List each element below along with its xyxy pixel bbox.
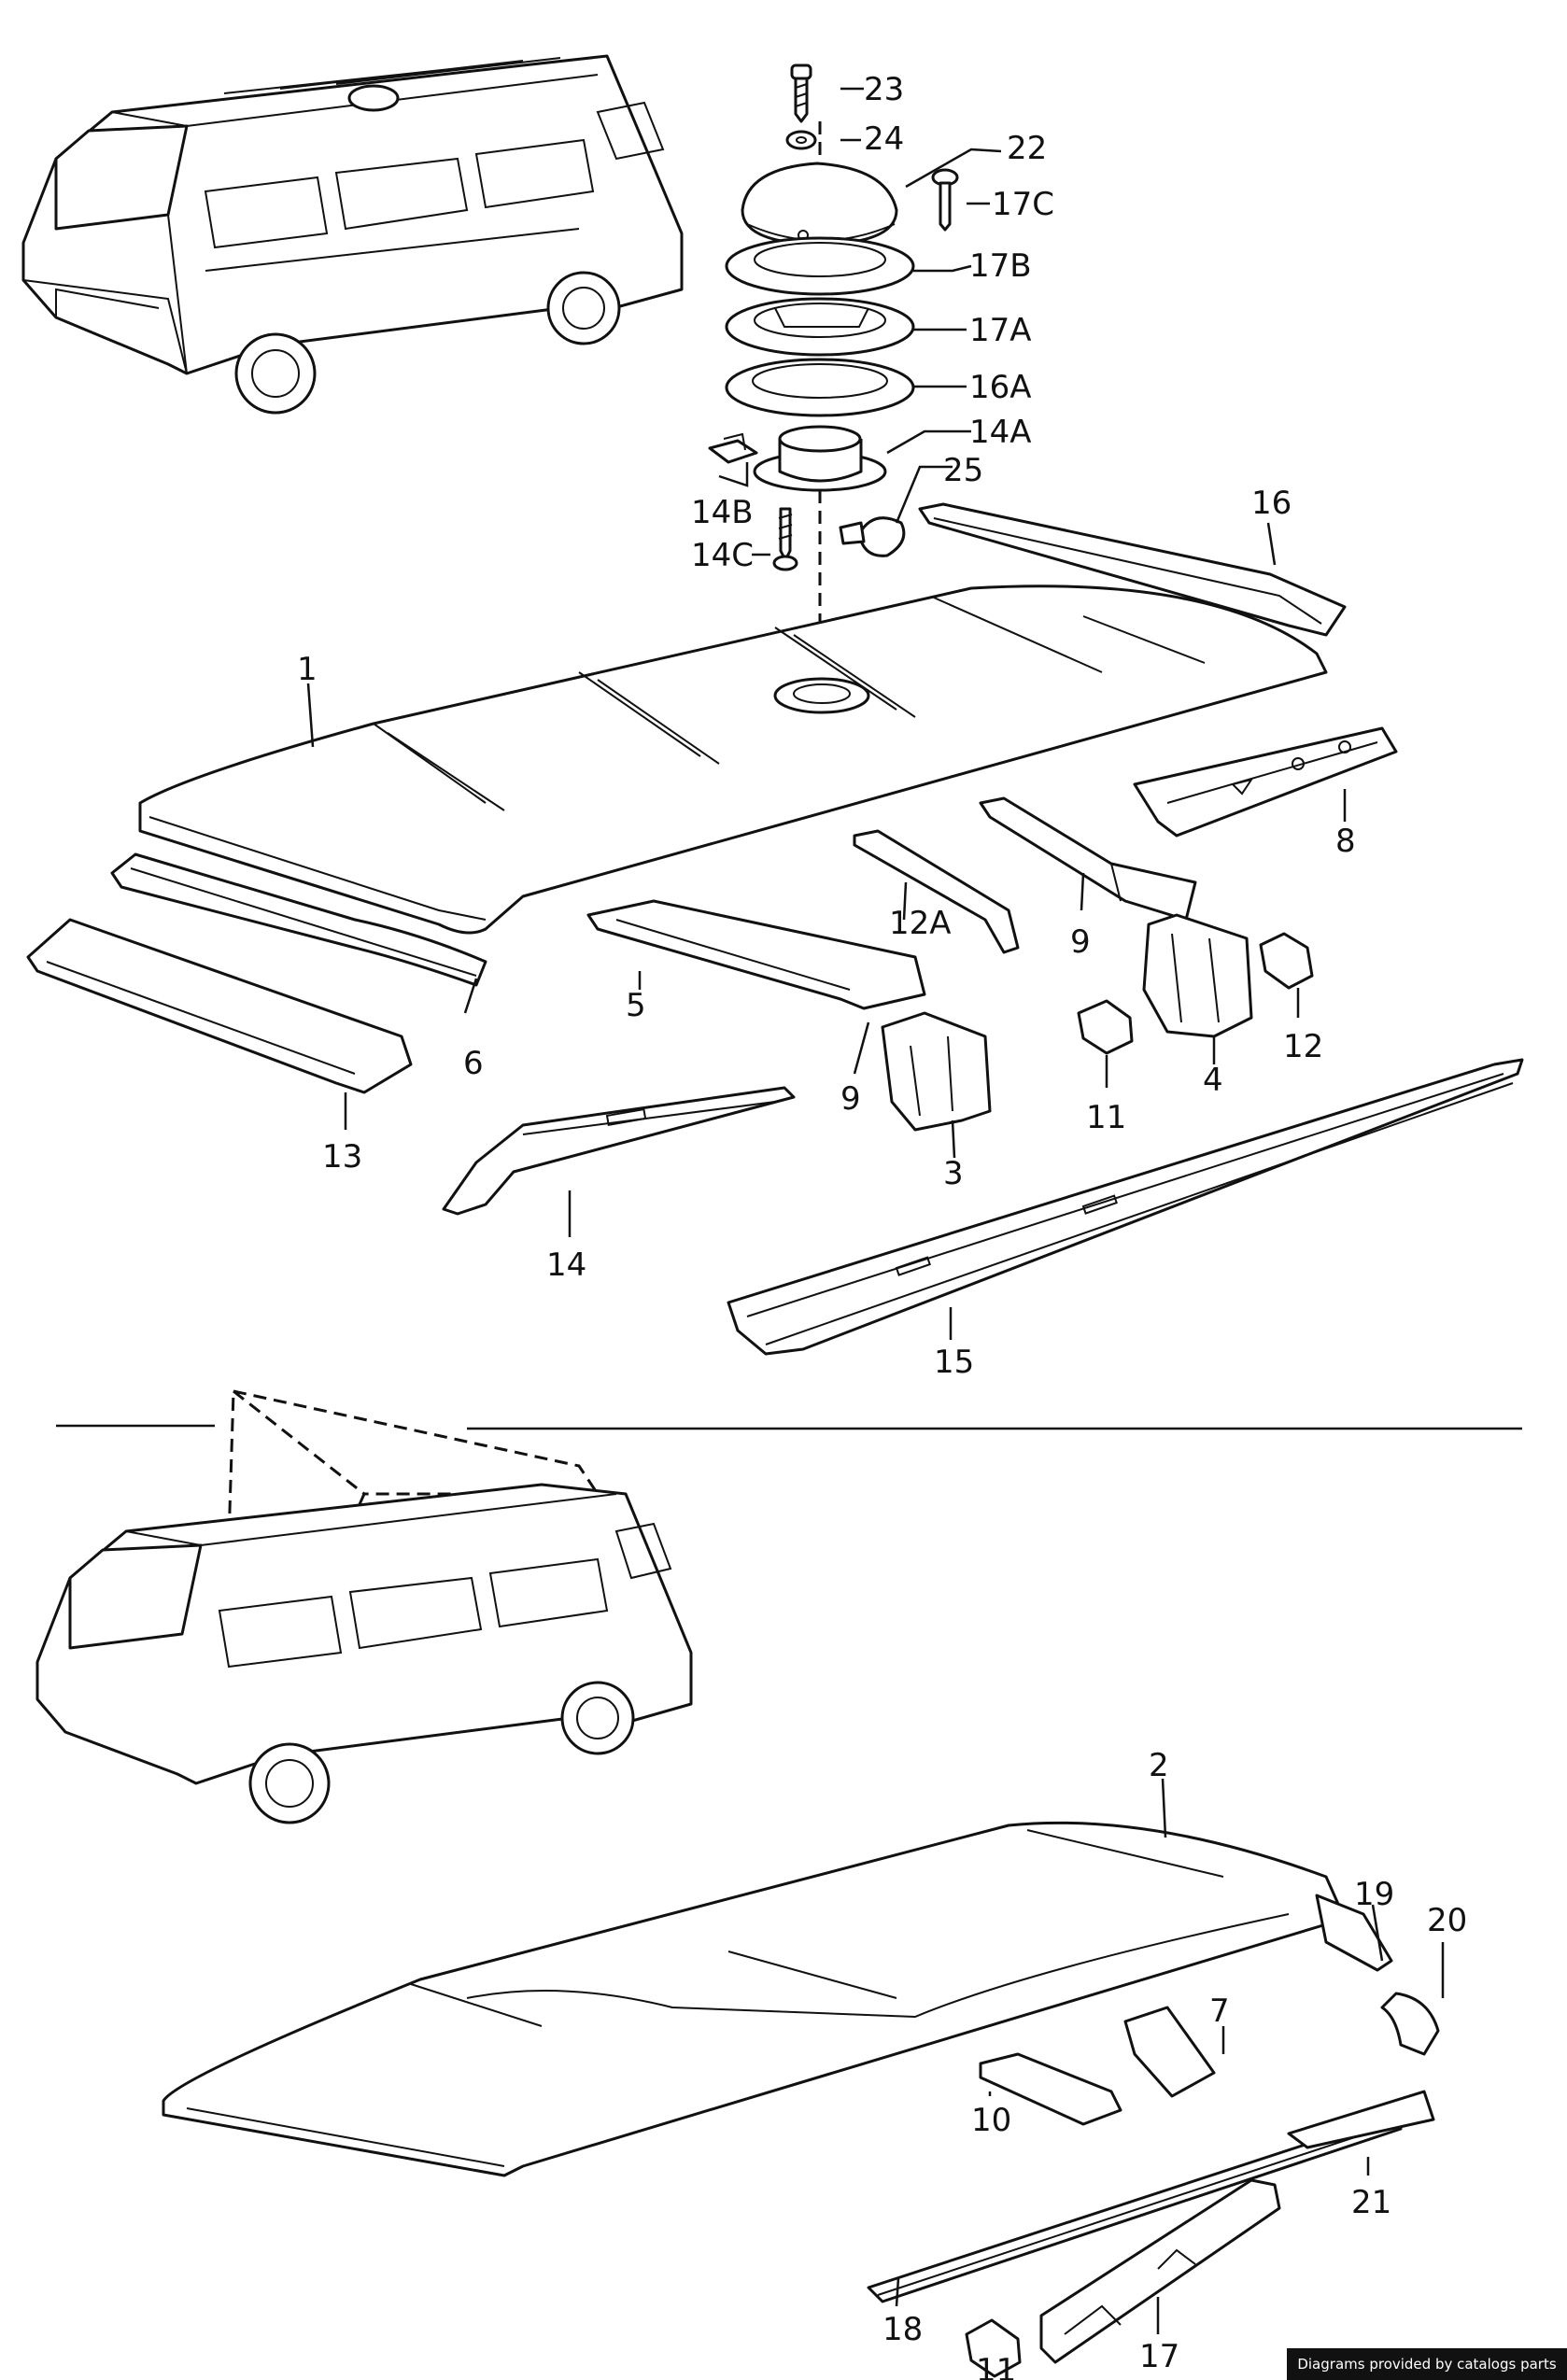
callout-22: 22 <box>1007 130 1047 167</box>
roof-panel-1 <box>138 584 1328 935</box>
section-divider <box>56 1424 1522 1430</box>
bulb-25 <box>839 516 906 557</box>
panel-19 <box>1315 1894 1393 1972</box>
plug-12 <box>1259 932 1314 990</box>
screw-23 <box>790 63 812 123</box>
rail-15 <box>727 1058 1524 1356</box>
callout-6: 6 <box>463 1045 484 1082</box>
callout-14B: 14B <box>691 494 754 531</box>
seal-20 <box>1380 1992 1440 2056</box>
roof-bow-9-right <box>979 796 1197 922</box>
vent-cap-22 <box>741 162 898 246</box>
van-illustration-top <box>21 54 684 415</box>
callout-11-bottom: 11 <box>976 2352 1016 2380</box>
roof-vent-assembly <box>708 63 959 691</box>
callout-3: 3 <box>943 1155 964 1192</box>
callout-14A: 14A <box>969 414 1032 451</box>
roof-bow-5 <box>586 899 926 1010</box>
callout-14: 14 <box>546 1246 586 1284</box>
credit-banner: Diagrams provided by catalogs parts <box>1287 2348 1567 2380</box>
callout-13: 13 <box>322 1138 362 1176</box>
callout-5: 5 <box>626 987 646 1024</box>
rail-18 <box>867 2118 1403 2303</box>
callout-4: 4 <box>1203 1062 1223 1099</box>
gasket-16A <box>725 358 915 417</box>
callout-2: 2 <box>1149 1747 1169 1784</box>
callout-25: 25 <box>943 452 983 489</box>
callout-15: 15 <box>934 1344 974 1381</box>
callout-21: 21 <box>1351 2184 1391 2221</box>
callout-17A: 17A <box>969 312 1032 349</box>
washer-24 <box>785 130 817 150</box>
callout-7: 7 <box>1209 1993 1230 2030</box>
callout-17: 17 <box>1139 2338 1179 2375</box>
roof-panel-2 <box>162 1821 1347 2177</box>
bracket-21 <box>1287 2090 1435 2149</box>
callout-11-top: 11 <box>1086 1099 1126 1136</box>
callout-14C: 14C <box>691 537 754 574</box>
screw-14C <box>772 507 798 571</box>
callout-12A: 12A <box>889 905 952 942</box>
callout-12: 12 <box>1283 1028 1323 1065</box>
bow-10 <box>979 2052 1122 2126</box>
callout-17B: 17B <box>969 247 1032 285</box>
callout-8: 8 <box>1335 823 1356 860</box>
callout-19: 19 <box>1354 1876 1394 1913</box>
callout-1: 1 <box>297 651 318 688</box>
van-illustration-bottom <box>35 1387 693 1824</box>
bracket-4 <box>1142 913 1253 1038</box>
roof-bow-13 <box>26 918 413 1094</box>
bracket-7 <box>1123 2006 1216 2098</box>
screw-17C <box>931 168 959 232</box>
ring-17B <box>725 236 915 296</box>
rail-14 <box>442 1086 796 1216</box>
callout-17C: 17C <box>992 186 1054 223</box>
callout-18: 18 <box>882 2311 923 2348</box>
callout-9-right: 9 <box>1070 923 1091 961</box>
plug-11-top <box>1077 999 1134 1055</box>
roof-bow-6 <box>110 852 487 987</box>
bracket-3 <box>881 1011 992 1132</box>
callout-labels: 1 2 3 4 5 6 7 8 9 9 10 11 11 12 12A 13 1… <box>297 71 1467 2380</box>
callout-20: 20 <box>1427 1902 1467 1939</box>
rail-17 <box>1039 2178 1281 2364</box>
roof-bow-12A <box>853 829 1020 954</box>
callout-23: 23 <box>864 71 904 108</box>
bracket-8 <box>1133 726 1398 838</box>
callout-16: 16 <box>1251 485 1292 522</box>
callout-16A: 16A <box>969 369 1032 406</box>
callout-24: 24 <box>864 120 904 158</box>
callout-10: 10 <box>971 2102 1011 2139</box>
collar-14A <box>753 425 887 492</box>
callout-9-left: 9 <box>840 1080 861 1118</box>
clip-14B <box>708 432 758 464</box>
leader-lines <box>306 87 1445 2334</box>
plug-11-bottom <box>965 2318 1022 2378</box>
rail-16 <box>918 502 1347 637</box>
